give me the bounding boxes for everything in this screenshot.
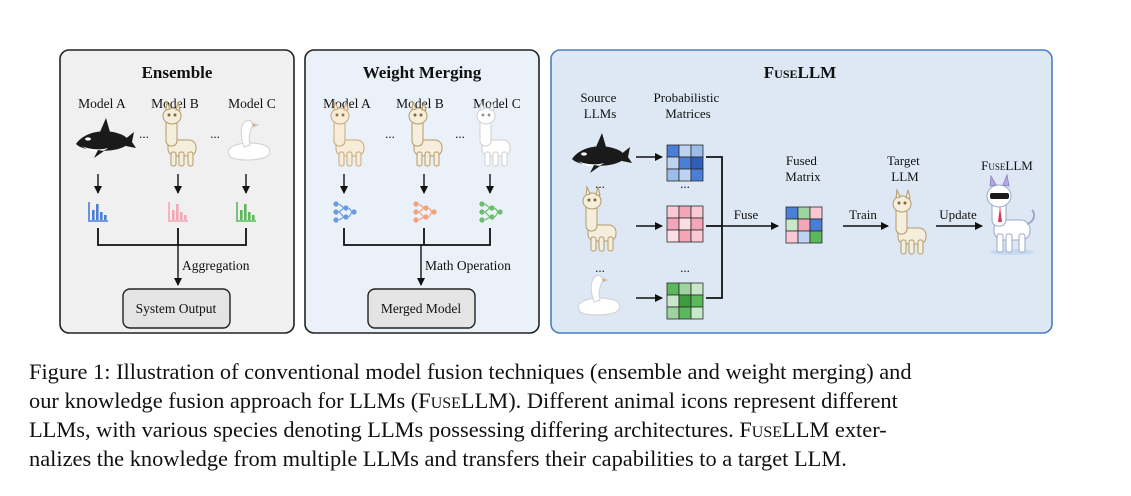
merging-model-b-label: Model B xyxy=(396,96,444,111)
merging-model-c-label: Model C xyxy=(473,96,521,111)
caption-line-2: our knowledge fusion approach for LLMs (… xyxy=(29,388,898,413)
prob-matrix-green xyxy=(666,282,704,320)
source-llms-label: Source LLMs xyxy=(580,90,619,121)
merged-model-box xyxy=(367,288,476,329)
fused-matrix-label: Fused Matrix xyxy=(785,153,821,184)
figure-diagram: Ensemble Model A Model B Model C ... ...… xyxy=(59,49,1053,334)
target-llm-label: Target LLM xyxy=(887,153,923,184)
merged-model-label: Merged Model xyxy=(381,301,462,316)
system-output-label: System Output xyxy=(136,301,217,316)
ensemble-model-a-label: Model A xyxy=(78,96,126,111)
ensemble-dots-2: ... xyxy=(210,126,220,141)
caption-line-4: nalizes the knowledge from multiple LLMs… xyxy=(29,446,847,471)
caption-line-3: LLMs, with various species denoting LLMs… xyxy=(29,417,887,442)
result-label: FuseLLM xyxy=(981,158,1033,173)
prob-matrix-pink xyxy=(666,205,704,243)
matrix-dots-1: ... xyxy=(680,176,690,191)
figure-caption: Figure 1: Illustration of conventional m… xyxy=(29,357,1089,473)
fusellm-title: FuseLLM xyxy=(764,63,836,82)
merging-dots-1: ... xyxy=(385,126,395,141)
ensemble-dots-1: ... xyxy=(139,126,149,141)
fuse-dots-1: ... xyxy=(595,176,605,191)
prob-matrices-label: Probabilistic Matrices xyxy=(654,90,723,121)
matrix-dots-2: ... xyxy=(680,260,690,275)
fuse-label: Fuse xyxy=(734,207,759,222)
fusellm-llama-icon xyxy=(986,173,1036,255)
update-label: Update xyxy=(939,207,977,222)
fused-matrix xyxy=(785,206,823,244)
fusellm-panel: FuseLLM Source LLMs Probabilistic Matric… xyxy=(550,49,1053,334)
aggregation-label: Aggregation xyxy=(182,258,250,273)
caption-line-1: Figure 1: Illustration of conventional m… xyxy=(29,359,912,384)
math-operation-label: Math Operation xyxy=(425,258,511,273)
ensemble-panel: Ensemble Model A Model B Model C ... ...… xyxy=(59,49,295,334)
system-output-box xyxy=(122,288,231,329)
ensemble-model-b-label: Model B xyxy=(151,96,199,111)
ensemble-title: Ensemble xyxy=(142,63,213,82)
prob-matrix-blue xyxy=(666,144,704,182)
weight-merging-panel: Weight Merging Model A Model B Model C .… xyxy=(304,49,540,334)
ensemble-model-c-label: Model C xyxy=(228,96,276,111)
train-label: Train xyxy=(849,207,877,222)
merging-dots-2: ... xyxy=(455,126,465,141)
weight-merging-title: Weight Merging xyxy=(363,63,482,82)
fuse-dots-2: ... xyxy=(595,260,605,275)
